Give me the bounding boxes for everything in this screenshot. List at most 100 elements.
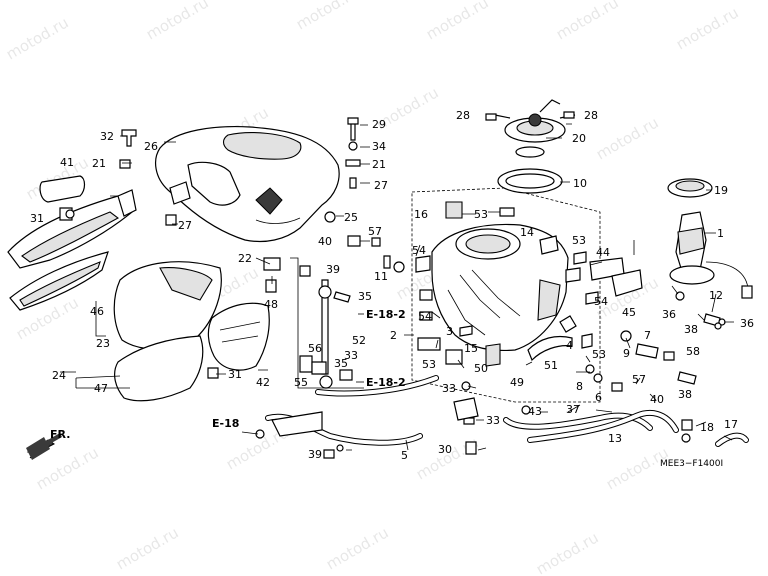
- callout-label: 57: [632, 373, 646, 386]
- callout-label: 53: [592, 348, 606, 361]
- callout-label: 21: [372, 158, 386, 171]
- callout-label: 41: [60, 156, 74, 169]
- callout-label: 58: [686, 345, 700, 358]
- callout-label: 28: [584, 109, 598, 122]
- reference-label: E-18-2: [366, 308, 406, 321]
- callout-label: 54: [418, 310, 432, 323]
- callout-label: 22: [238, 252, 252, 265]
- callout-label: 23: [96, 337, 110, 350]
- leader-lines: [60, 123, 734, 451]
- callout-label: 43: [528, 405, 542, 418]
- callout-label: 47: [94, 382, 108, 395]
- filler-gasket: [497, 168, 563, 194]
- shroud-lower-left: [114, 335, 204, 402]
- inner-cover-right: [207, 302, 270, 371]
- callout-label: 14: [520, 226, 534, 239]
- callout-label: 35: [358, 290, 372, 303]
- watermark: motod.ru: [413, 433, 482, 483]
- callout-label: 8: [576, 380, 583, 393]
- reference-label: E-18: [212, 417, 239, 430]
- callout-label: 28: [456, 109, 470, 122]
- callout-label: 50: [474, 362, 488, 375]
- callout-label: 38: [678, 388, 692, 401]
- callout-label: 9: [623, 347, 630, 360]
- callout-label: 54: [412, 244, 426, 257]
- watermark: motod.ru: [143, 0, 212, 43]
- callout-label: 18: [700, 421, 714, 434]
- callout-label: 49: [510, 376, 524, 389]
- callout-label: 37: [566, 403, 580, 416]
- callout-label: 39: [326, 263, 340, 276]
- callout-label: 16: [414, 208, 428, 221]
- callout-label: 54: [594, 295, 608, 308]
- watermark: motod.ru: [113, 523, 182, 573]
- callout-label: 36: [740, 317, 754, 330]
- fuel-tank-body: [411, 187, 601, 403]
- callout-label: 40: [318, 235, 332, 248]
- callout-label: 33: [344, 349, 358, 362]
- callout-label: 24: [52, 369, 66, 382]
- callout-label: 10: [573, 177, 587, 190]
- callout-label: 40: [650, 393, 664, 406]
- callout-label: 31: [228, 368, 242, 381]
- callout-label: 6: [595, 391, 602, 404]
- front-direction-arrow: FR.: [26, 428, 70, 460]
- watermark: motod.ru: [553, 0, 622, 43]
- callout-label: 39: [308, 448, 322, 461]
- callout-label: 45: [622, 306, 636, 319]
- callout-label: 33: [486, 414, 500, 427]
- callout-label: 11: [374, 270, 388, 283]
- callout-label: 4: [566, 339, 573, 352]
- callout-label: 7: [644, 329, 651, 342]
- watermark: motod.ru: [673, 3, 742, 53]
- callout-label: 35: [334, 357, 348, 370]
- side-cover-upper-left: [7, 195, 133, 269]
- callout-label: 27: [374, 179, 388, 192]
- callout-label: 34: [372, 140, 386, 153]
- callout-label: 5: [401, 449, 408, 462]
- callout-label: 13: [608, 432, 622, 445]
- filler-cap-assembly: [494, 99, 576, 158]
- watermark: motod.ru: [293, 0, 362, 33]
- callout-label: 19: [714, 184, 728, 197]
- callout-label: 55: [294, 376, 308, 389]
- callout-label: 46: [90, 305, 104, 318]
- callout-label: 48: [264, 298, 278, 311]
- callout-label: 3: [446, 325, 453, 338]
- callout-label: 20: [572, 132, 586, 145]
- callout-label: 1: [717, 227, 724, 240]
- callout-label: 33: [442, 382, 456, 395]
- shroud-left: [113, 261, 222, 350]
- callout-label: 30: [438, 443, 452, 456]
- drain-rod: [290, 257, 364, 389]
- callout-label: 57: [368, 225, 382, 238]
- diagram-code: MEE3−F1400I: [660, 459, 723, 469]
- callout-label: 25: [344, 211, 358, 224]
- callout-label: 15: [464, 342, 478, 355]
- callout-label: 29: [372, 118, 386, 131]
- callout-label: 56: [308, 342, 322, 355]
- cap-cover-left: [39, 175, 86, 203]
- callout-label: 38: [684, 323, 698, 336]
- watermark: motod.ru: [423, 0, 492, 43]
- watermark: motod.ru: [323, 523, 392, 573]
- callout-labels: 1 2 3 4 5 6 7 8 9 10 11 12 13 14 15 16 1…: [30, 109, 754, 462]
- callout-label: 53: [572, 234, 586, 247]
- breather-hoses: [265, 375, 749, 447]
- callout-label: 42: [256, 376, 270, 389]
- callout-label: 12: [709, 289, 723, 302]
- callout-label: 2: [390, 329, 397, 342]
- callout-label: 32: [100, 130, 114, 143]
- damper-pads: [415, 201, 643, 367]
- callout-label: 51: [544, 359, 558, 372]
- callout-label: 44: [596, 246, 610, 259]
- side-cover-lower-left: [9, 251, 109, 311]
- fuel-tank-cover: [154, 126, 340, 243]
- callout-label: 17: [724, 418, 738, 431]
- fasteners: [65, 111, 726, 459]
- callout-label: 27: [178, 219, 192, 232]
- watermark: motod.ru: [593, 113, 662, 163]
- callout-label: 53: [422, 358, 436, 371]
